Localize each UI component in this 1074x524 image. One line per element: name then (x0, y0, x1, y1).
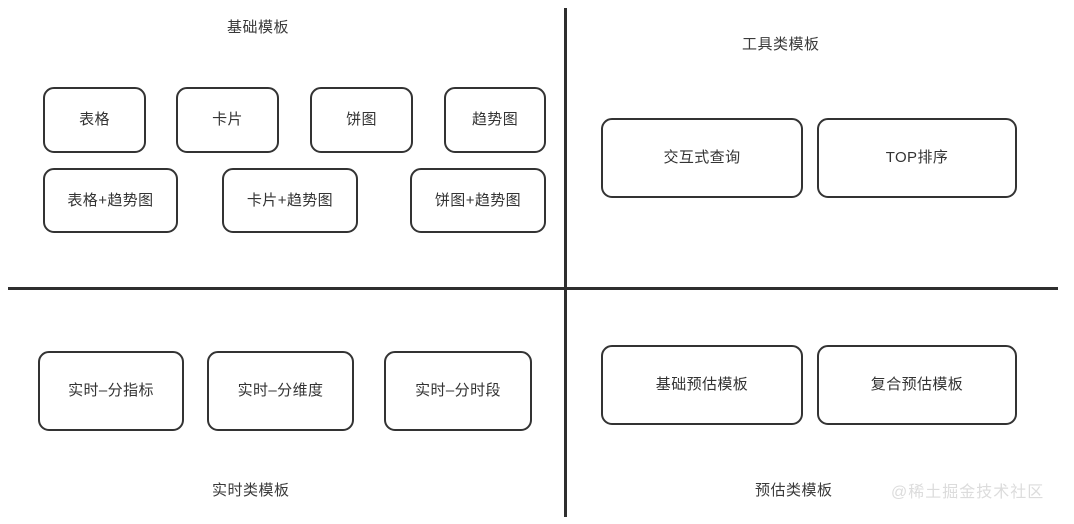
node-forecast-composite-template[interactable]: 复合预估模板 (817, 345, 1017, 425)
node-tool-interactive-query[interactable]: 交互式查询 (601, 118, 803, 198)
horizontal-divider-line (8, 287, 1058, 290)
quadrant-title-forecast: 预估类模板 (755, 482, 833, 499)
node-basic-table-plus-trend[interactable]: 表格+趋势图 (43, 168, 178, 233)
quadrant-title-tool: 工具类模板 (742, 36, 820, 53)
quadrant-title-realtime: 实时类模板 (212, 482, 290, 499)
node-realtime-by-dimension[interactable]: 实时–分维度 (207, 351, 354, 431)
node-tool-top-ranking[interactable]: TOP排序 (817, 118, 1017, 198)
node-basic-card[interactable]: 卡片 (176, 87, 279, 153)
watermark-text: @稀土掘金技术社区 (891, 484, 1045, 501)
node-basic-card-plus-trend[interactable]: 卡片+趋势图 (222, 168, 358, 233)
node-basic-pie-chart[interactable]: 饼图 (310, 87, 413, 153)
node-realtime-by-metric[interactable]: 实时–分指标 (38, 351, 184, 431)
node-basic-trend-chart[interactable]: 趋势图 (444, 87, 546, 153)
node-forecast-basic-template[interactable]: 基础预估模板 (601, 345, 803, 425)
quadrant-title-basic: 基础模板 (227, 19, 290, 36)
node-realtime-by-time-period[interactable]: 实时–分时段 (384, 351, 532, 431)
node-basic-pie-plus-trend[interactable]: 饼图+趋势图 (410, 168, 546, 233)
node-basic-table[interactable]: 表格 (43, 87, 146, 153)
vertical-divider-line (564, 8, 567, 517)
